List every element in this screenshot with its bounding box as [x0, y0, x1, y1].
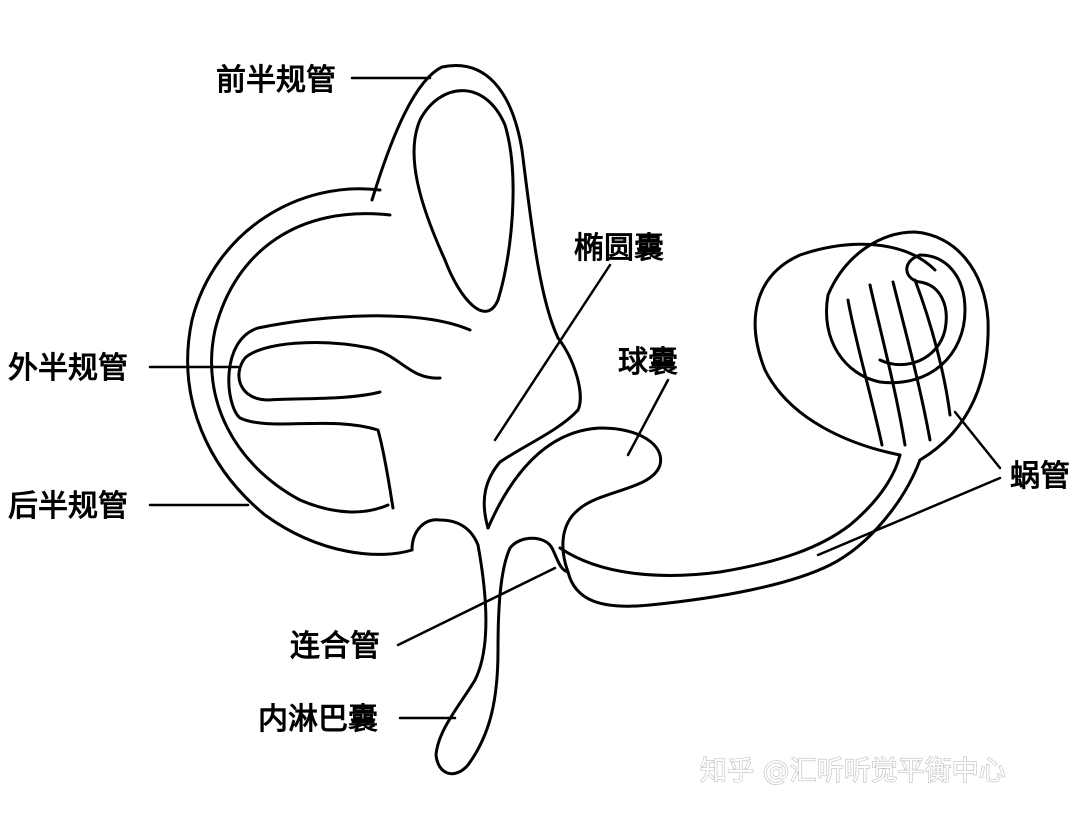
label-layer: 前半规管 外半规管 后半规管 椭圆囊 球囊 蜗管 连合管 内淋巴囊 — [8, 63, 1070, 737]
saccule-drawing — [486, 426, 663, 574]
label-utricle: 椭圆囊 — [574, 231, 664, 266]
label-posterior-canal: 后半规管 — [8, 489, 128, 524]
utricle-outline — [482, 336, 582, 530]
posterior-canal-drawing — [186, 187, 414, 556]
posterior-canal-inner — [210, 212, 392, 514]
cochlea-spiral-line-a — [846, 298, 884, 447]
cochlear-duct-drawing — [558, 230, 990, 608]
leader-cochlea-upper — [953, 410, 1002, 470]
lateral-canal-inner — [237, 341, 442, 402]
cochlear-duct-lower — [566, 458, 922, 608]
anterior-canal-inner — [412, 89, 515, 313]
cochlea-inner-turn — [878, 253, 948, 366]
leader-saccule — [626, 378, 670, 457]
vestibule-floor — [410, 518, 488, 682]
cochlear-duct-upper — [558, 453, 902, 577]
endolymphatic-duct-left — [434, 536, 570, 776]
label-anterior-canal: 前半规管 — [216, 63, 336, 98]
utricle-drawing — [410, 336, 582, 682]
posterior-canal-outer — [186, 187, 414, 556]
cochlea-spiral-line-d — [913, 278, 952, 417]
label-lateral-canal: 外半规管 — [8, 351, 128, 386]
label-endolymphatic-sac: 内淋巴囊 — [258, 702, 378, 737]
anterior-canal-outer — [370, 64, 560, 340]
lateral-canal-drawing — [227, 314, 472, 510]
label-cochlea: 蜗管 — [1010, 459, 1070, 494]
leader-ductus-reuniens — [396, 566, 557, 647]
leader-cochlea-lower — [816, 476, 1002, 557]
anterior-canal-drawing — [370, 64, 560, 340]
endolymphatic-sac-drawing — [434, 536, 570, 776]
lateral-canal-outer — [227, 314, 472, 510]
cochlea-middle-turn — [825, 230, 990, 462]
leader-lines — [148, 76, 1002, 720]
label-saccule: 球囊 — [618, 345, 678, 380]
saccule-outline — [486, 426, 663, 574]
leader-utricle — [493, 263, 612, 442]
watermark-text: 知乎 @汇听听觉平衡中心 — [700, 756, 1006, 787]
cochlea-spiral-line-b — [868, 283, 907, 447]
cochlea-spiral-line-c — [891, 280, 932, 442]
label-ductus-reuniens: 连合管 — [290, 629, 380, 664]
